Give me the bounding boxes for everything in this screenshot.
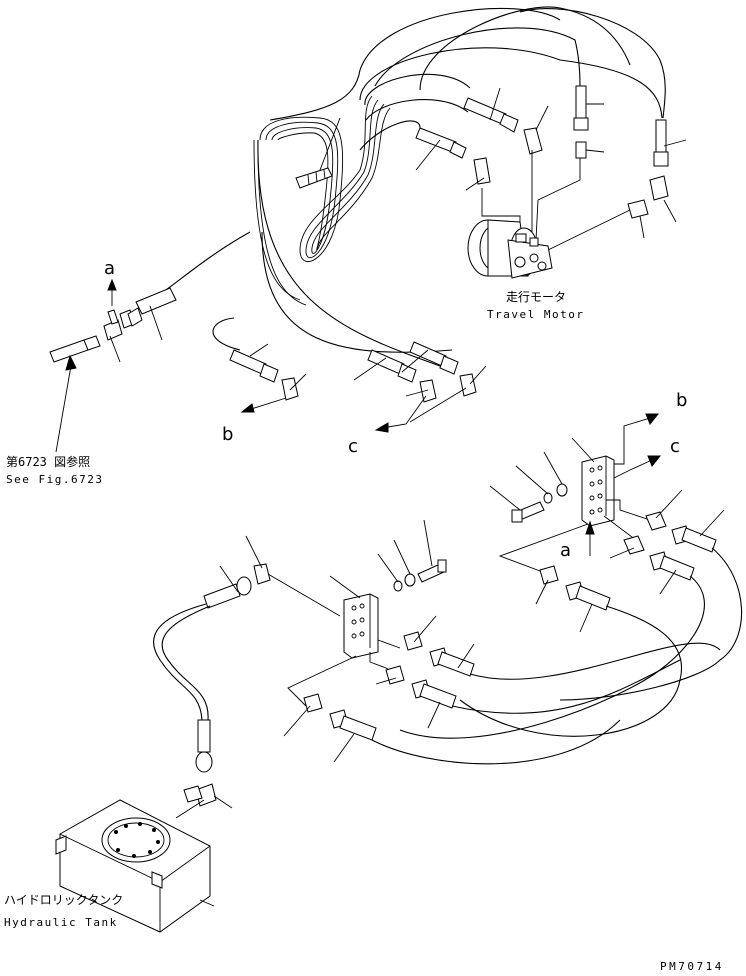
left-tee-fitting-group xyxy=(49,278,177,453)
travel-motor xyxy=(467,219,553,279)
travel-motor-label-ja: 走行モータ xyxy=(506,290,566,304)
hydraulic-tank-label-ja: ハイドロリックタンク xyxy=(4,893,123,907)
callout-b-left: b xyxy=(222,424,233,445)
bundled-tubes xyxy=(253,95,391,306)
upper-hose-loop xyxy=(149,6,666,367)
travel-motor-label-en: Travel Motor xyxy=(487,308,584,321)
upper-hose-ends xyxy=(415,85,687,251)
callout-c-left: c xyxy=(348,436,358,457)
callout-a-top: a xyxy=(104,258,115,279)
left-center-hose-ends xyxy=(283,615,721,765)
hydraulic-tank-label-en: Hydraulic Tank xyxy=(4,916,118,929)
right-hose-ends xyxy=(399,489,743,739)
callout-c-right: c xyxy=(670,436,680,457)
drawing-code: PM70714 xyxy=(660,960,724,973)
tank-hose xyxy=(153,535,341,819)
see-fig-label-ja: 第6723 図参照 xyxy=(6,454,90,469)
hydraulic-tank xyxy=(55,799,215,933)
callout-a-right: a xyxy=(560,540,571,561)
callout-b-right: b xyxy=(676,390,687,411)
see-fig-label-en: See Fig.6723 xyxy=(6,473,103,486)
left-manifold-block xyxy=(287,519,447,707)
right-manifold-block xyxy=(489,413,662,575)
middle-hose-ends xyxy=(212,317,487,433)
